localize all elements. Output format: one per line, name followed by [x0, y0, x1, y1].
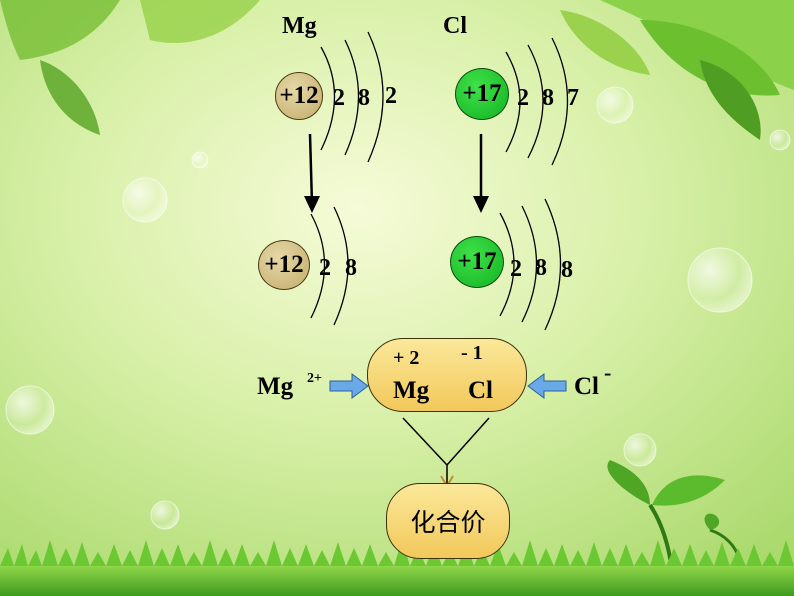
connector-right: [446, 417, 490, 466]
mg-ion-shell-2: [333, 206, 349, 326]
cl-atom-shell-1-count: 2: [517, 85, 529, 111]
cl-ion-shell-1-count: 2: [510, 256, 522, 282]
valence-result-box: 化合价: [386, 483, 510, 559]
mg-atom-shell-1-count: 2: [333, 85, 345, 111]
mg-valence: + 2: [393, 347, 420, 369]
cl-ion-pointer-arrow: [527, 373, 567, 399]
mg-ion-nucleus: +12: [258, 240, 310, 290]
bubbles-decoration-icon: [5, 86, 791, 530]
mg-atom-shell-2-count: 8: [358, 85, 370, 111]
cl-atom-shell-3: [551, 37, 569, 166]
mg-ion-pointer-arrow: [329, 373, 369, 399]
mg-ion-shell-1-count: 2: [319, 255, 331, 281]
mg-ion-nucleus-charge: +12: [264, 251, 304, 278]
leaves-top-left-icon: [0, 0, 260, 135]
mg-atom-shell-2: [344, 39, 360, 156]
cl-atom-nucleus: +17: [455, 68, 509, 120]
cl-atom-nucleus-charge: +17: [462, 80, 502, 107]
cl-ion-charge: -: [604, 360, 612, 385]
cl-ion-shell-3: [544, 198, 562, 331]
valence-result-label: 化合价: [410, 508, 486, 537]
mg-atom-nucleus-charge: +12: [279, 82, 319, 109]
mg-ion-charge: 2+: [307, 371, 322, 386]
cl-ion-shell-1: [499, 212, 515, 317]
mg-ion-shell-2-count: 8: [345, 255, 357, 281]
cl-ion-shell-2-count: 8: [535, 255, 547, 281]
cl-valence: - 1: [461, 342, 483, 364]
mg-symbol-title: Mg: [282, 13, 317, 39]
cl-atom-shell-2: [527, 44, 544, 159]
cl-ion-shell-3-count: 8: [561, 257, 573, 283]
cl-symbol-title: Cl: [443, 13, 467, 39]
mg-transition-arrow: [308, 133, 314, 205]
cl-atom-shell-1: [505, 51, 521, 153]
leaves-top-right-icon: [560, 0, 794, 140]
mg-ion-shell-1: [310, 213, 326, 319]
compound-cl-symbol: Cl: [468, 377, 493, 404]
mg-atom-shell-3: [367, 31, 384, 163]
cl-ion-nucleus: +17: [450, 236, 504, 288]
grass-strip-icon: [0, 540, 794, 596]
mg-atom-shell-1: [320, 46, 336, 151]
cl-ion-shell-2: [521, 205, 538, 323]
mg-ion-symbol: Mg: [257, 373, 294, 400]
cl-atom-shell-3-count: 7: [567, 85, 579, 111]
cl-ion-nucleus-charge: +17: [457, 248, 497, 275]
mg-atom-nucleus: +12: [275, 72, 323, 120]
compound-formula-box: [367, 338, 527, 412]
cl-atom-shell-2-count: 8: [542, 85, 554, 111]
mg-atom-shell-3-count: 2: [385, 83, 397, 109]
connector-left: [402, 417, 448, 466]
cl-ion-symbol: Cl: [574, 373, 599, 400]
compound-mg-symbol: Mg: [393, 377, 430, 404]
